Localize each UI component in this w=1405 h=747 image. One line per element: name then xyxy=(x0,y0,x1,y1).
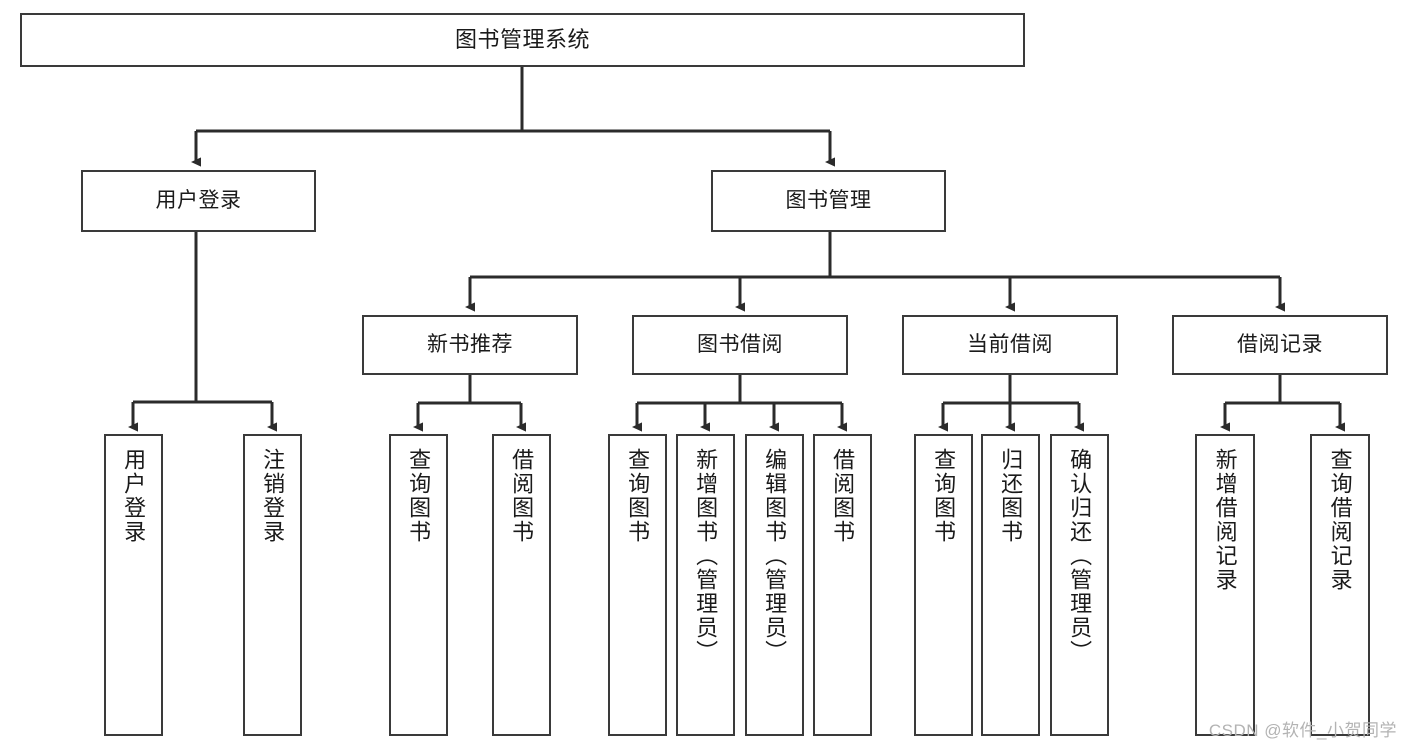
node-label: 查询图书 xyxy=(625,448,651,544)
leaf-query-book-2[interactable]: 查询图书 xyxy=(608,434,667,736)
node-label: 新增图书（管理员） xyxy=(693,448,719,664)
node-label: 用户登录 xyxy=(121,448,147,544)
leaf-query-borrow-record[interactable]: 查询借阅记录 xyxy=(1310,434,1370,736)
leaf-confirm-return-admin[interactable]: 确认归还（管理员） xyxy=(1050,434,1109,736)
node-label: 归还图书 xyxy=(998,448,1024,544)
leaf-logout[interactable]: 注销登录 xyxy=(243,434,302,736)
node-user-login[interactable]: 用户登录 xyxy=(81,170,316,232)
node-label: 查询借阅记录 xyxy=(1327,448,1353,592)
csdn-watermark: CSDN @软件_小贺同学 xyxy=(1208,721,1397,740)
node-label: 借阅记录 xyxy=(1237,333,1323,357)
leaf-add-book-admin[interactable]: 新增图书（管理员） xyxy=(676,434,735,736)
node-label: 新书推荐 xyxy=(427,333,513,357)
node-label: 借阅图书 xyxy=(509,448,535,544)
node-label: 注销登录 xyxy=(260,448,286,544)
node-label: 查询图书 xyxy=(931,448,957,544)
node-label: 图书借阅 xyxy=(697,333,783,357)
node-label: 新增借阅记录 xyxy=(1212,448,1238,592)
node-borrowing-records[interactable]: 借阅记录 xyxy=(1172,315,1388,375)
node-new-book-recommendation[interactable]: 新书推荐 xyxy=(362,315,578,375)
node-label: 当前借阅 xyxy=(967,333,1053,357)
leaf-query-book-1[interactable]: 查询图书 xyxy=(389,434,448,736)
leaf-return-book[interactable]: 归还图书 xyxy=(981,434,1040,736)
node-book-management[interactable]: 图书管理 xyxy=(711,170,946,232)
node-label: 图书管理 xyxy=(785,189,872,213)
leaf-edit-book-admin[interactable]: 编辑图书（管理员） xyxy=(745,434,804,736)
leaf-query-book-3[interactable]: 查询图书 xyxy=(914,434,973,736)
node-label: 确认归还（管理员） xyxy=(1067,448,1093,664)
node-label: 查询图书 xyxy=(406,448,432,544)
node-label: 图书管理系统 xyxy=(454,26,590,52)
leaf-add-borrow-record[interactable]: 新增借阅记录 xyxy=(1195,434,1255,736)
leaf-user-login[interactable]: 用户登录 xyxy=(104,434,163,736)
node-root-book-management-system[interactable]: 图书管理系统 xyxy=(20,13,1025,67)
node-label: 编辑图书（管理员） xyxy=(762,448,788,664)
leaf-borrow-book-2[interactable]: 借阅图书 xyxy=(813,434,872,736)
node-label: 用户登录 xyxy=(155,189,242,213)
node-label: 借阅图书 xyxy=(830,448,856,544)
node-book-borrowing[interactable]: 图书借阅 xyxy=(632,315,848,375)
node-current-borrowing[interactable]: 当前借阅 xyxy=(902,315,1118,375)
leaf-borrow-book-1[interactable]: 借阅图书 xyxy=(492,434,551,736)
